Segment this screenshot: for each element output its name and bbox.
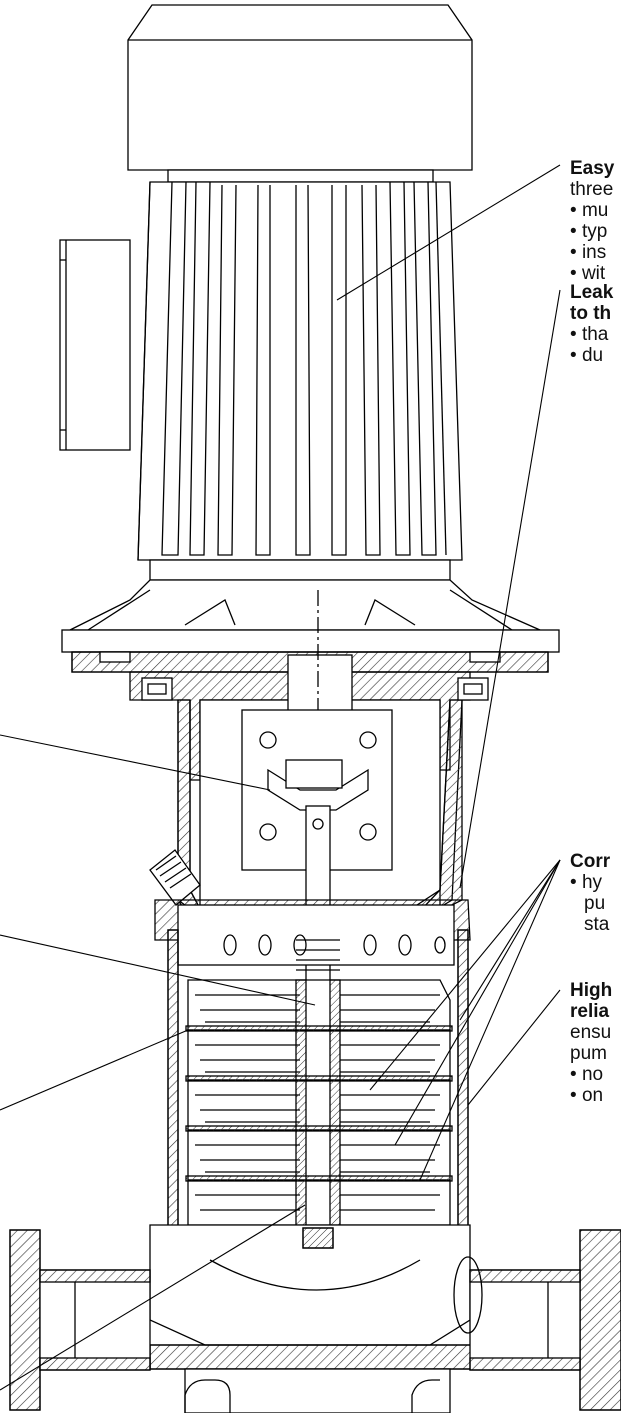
- callout-corr: Corr hy pu sta: [570, 851, 610, 935]
- leader-leak: [459, 289, 561, 889]
- callout-high: High relia ensu pum no on: [570, 980, 612, 1106]
- callout-leak-heading: Leak: [570, 282, 614, 303]
- terminal-box: [59, 239, 131, 451]
- callout-corr-line: sta: [584, 914, 610, 935]
- stage-4: [187, 1129, 451, 1181]
- outlet-flange: [453, 1229, 621, 1411]
- cooling-fins: [137, 181, 447, 561]
- callout-high-bullet: on: [570, 1085, 612, 1106]
- callout-easy-bullet: mu: [570, 200, 614, 221]
- leader-corr-4: [459, 859, 561, 1021]
- callout-easy-bullet: typ: [570, 221, 614, 242]
- callout-leak: Leak to th tha du: [570, 282, 613, 366]
- callout-easy: Easy three mu typ ins wit: [570, 158, 614, 284]
- leader-left-2: [0, 934, 316, 1006]
- leader-left-3: [0, 1029, 189, 1111]
- callout-leak-heading: to th: [570, 303, 612, 324]
- callout-high-heading: High: [570, 980, 613, 1001]
- hex-bolt-right: [457, 677, 489, 701]
- callout-easy-bullet: wit: [570, 263, 614, 284]
- callout-high-bullet: no: [570, 1064, 612, 1085]
- leader-lines: [0, 164, 561, 1391]
- callout-high-line: ensu: [570, 1022, 612, 1043]
- leader-corr-1: [369, 859, 561, 1091]
- callout-corr-heading: Corr: [570, 851, 611, 872]
- leader-left-1: [0, 734, 271, 791]
- callout-high-heading: relia: [570, 1001, 610, 1022]
- motor-housing: [59, 169, 463, 581]
- motor-fan-cover: [127, 4, 473, 171]
- pump-base: [149, 1224, 481, 1413]
- callout-high-line: pum: [570, 1043, 607, 1064]
- callout-leak-bullet: tha: [570, 324, 613, 345]
- leader-easy: [336, 164, 561, 301]
- pump-stages: [185, 939, 453, 1231]
- leader-corr-2: [394, 859, 561, 1146]
- stage-3: [187, 1079, 451, 1131]
- hex-bolt-left: [141, 677, 173, 701]
- base-nut: [302, 1227, 334, 1249]
- leader-corr-3: [419, 859, 561, 1181]
- vent-plug: [149, 849, 201, 906]
- shaft-coupling: [241, 709, 393, 871]
- callout-easy-bullet: ins: [570, 242, 614, 263]
- callout-corr-bullet: hy: [570, 872, 610, 893]
- motor-stool: [61, 579, 560, 673]
- leader-left-4: [0, 1204, 306, 1391]
- pump-head: [154, 899, 471, 966]
- leader-high: [467, 989, 561, 1106]
- inlet-flange: [9, 1229, 151, 1411]
- callout-corr-line: pu: [584, 893, 606, 914]
- callout-leak-bullet: du: [570, 345, 613, 366]
- callout-easy-heading: Easy: [570, 158, 615, 179]
- stage-1: [187, 979, 451, 1031]
- callout-easy-line: three: [570, 179, 614, 200]
